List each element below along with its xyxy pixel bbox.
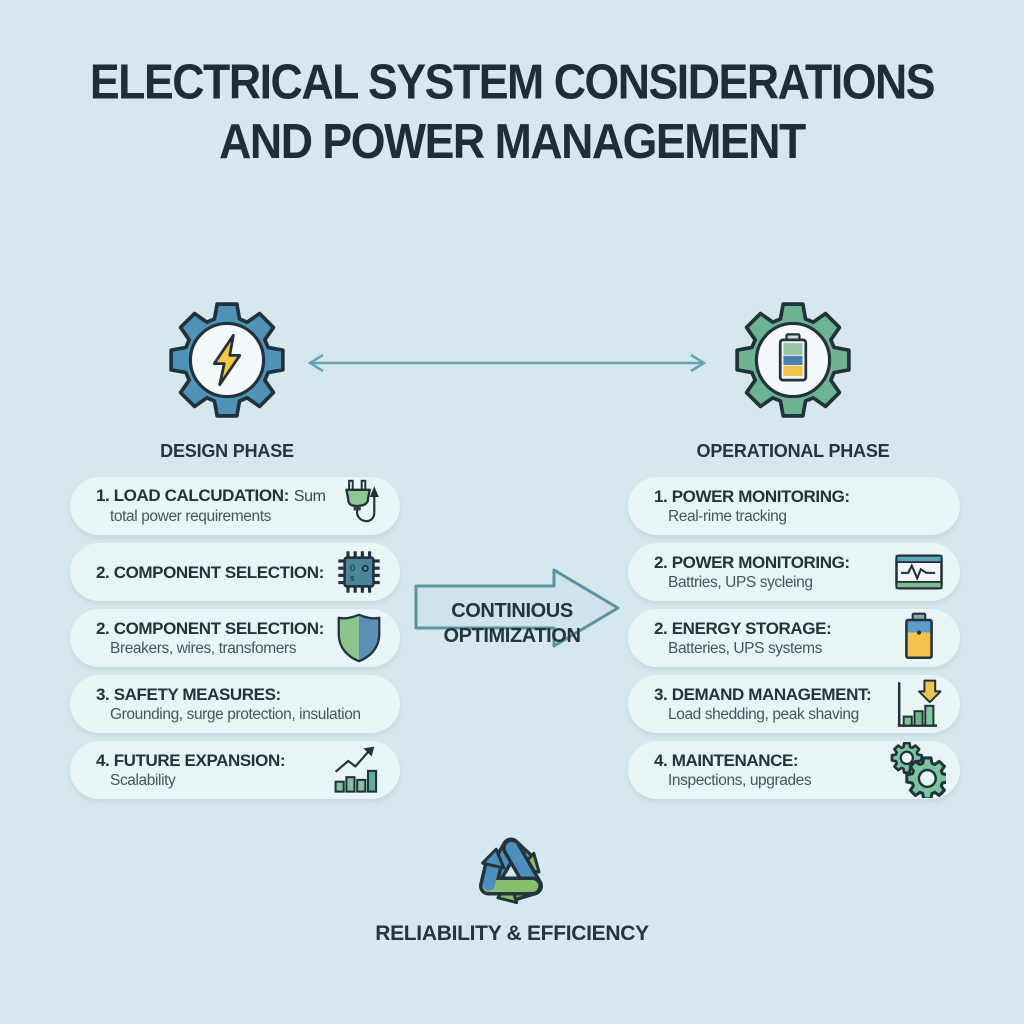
item-subtitle: Inspections, upgrades <box>668 771 812 789</box>
optimization-label-line1: CONTINIOUS <box>451 600 573 622</box>
arrowhead-left-icon <box>307 353 324 373</box>
item-heading: 2. ENERGY STORAGE: <box>654 618 832 638</box>
optimization-label-line2: OPTIMIZATION <box>443 625 581 647</box>
recycle-icon <box>478 837 544 905</box>
battery-icon <box>905 612 933 660</box>
phase-connector-arrow <box>307 353 707 373</box>
operational-item-energy-storage: 2. ENERGY STORAGE: Batteries, UPS system… <box>628 609 960 667</box>
item-heading: 3. SAFETY MEASURES: <box>96 684 281 704</box>
item-heading: 2. COMPONENT SELECTION: <box>96 618 324 638</box>
design-gear-icon <box>169 302 285 418</box>
design-item-future-expansion: 4. FUTURE EXPANSION: Scalability <box>70 741 400 799</box>
arrowhead-right-icon <box>690 353 707 373</box>
page-title-line1: ELECTRICAL SYSTEM CONSIDERATIONS <box>89 54 936 110</box>
item-subtitle: Battries, UPS sycleing <box>668 573 813 591</box>
item-subtitle: Real-rime tracking <box>668 507 787 525</box>
trend-arrow-icon <box>363 746 375 757</box>
item-heading-suffix: Sum <box>293 488 326 505</box>
page-title-line2: AND POWER MANAGEMENT <box>219 113 806 169</box>
operational-item-power-monitoring-1: 1. POWER MONITORING: Real-rime tracking <box>628 477 960 535</box>
svg-text:s: s <box>350 573 355 583</box>
growth-chart-icon <box>334 746 378 793</box>
lightning-bolt-icon <box>212 333 242 387</box>
design-item-component-selection-2: 2. COMPONENT SELECTION: Breakers, wires,… <box>70 609 400 667</box>
chip-icon: 0 s <box>338 551 380 593</box>
item-heading: 1. LOAD CALCUDATION: <box>96 486 289 505</box>
operational-phase-label: OPERATIONAL PHASE <box>696 441 890 461</box>
page-title: ELECTRICAL SYSTEM CONSIDERATIONS AND POW… <box>15 52 1008 171</box>
design-phase-label: DESIGN PHASE <box>160 441 294 461</box>
item-subtitle: Scalability <box>110 771 176 789</box>
item-heading: 4. FUTURE EXPANSION: <box>96 750 286 770</box>
operational-item-demand-management: 3. DEMAND MANAGEMENT: Load shedding, pea… <box>628 675 960 733</box>
item-subtitle: Grounding, surge protection, insulation <box>110 705 361 723</box>
optimization-arrow <box>414 568 620 648</box>
design-item-safety-measures: 3. SAFETY MEASURES: Grounding, surge pro… <box>70 675 400 733</box>
item-subtitle: total power requirements <box>110 508 271 525</box>
operational-item-maintenance: 4. MAINTENANCE: Inspections, upgrades <box>628 741 960 799</box>
item-subtitle: Batteries, UPS systems <box>668 639 822 657</box>
operational-gear-icon <box>735 302 851 418</box>
optimization-label: CONTINIOUS OPTIMIZATION <box>412 599 612 649</box>
item-subtitle: Breakers, wires, transfomers <box>110 639 297 657</box>
item-heading: 2. COMPONENT SELECTION: <box>96 562 324 582</box>
plug-icon <box>345 479 379 523</box>
battery-icon <box>778 333 808 382</box>
gears-icon <box>890 742 946 798</box>
up-arrow-icon <box>369 486 379 497</box>
item-subtitle: Load shedding, peak shaving <box>668 705 859 723</box>
item-heading: 1. POWER MONITORING: <box>654 486 850 506</box>
recycle-arm-left <box>478 847 542 896</box>
item-heading: 4. MAINTENANCE: <box>654 750 799 770</box>
design-item-load-calculation: 1. LOAD CALCUDATION:Sum total power requ… <box>70 477 400 535</box>
item-heading: 2. POWER MONITORING: <box>654 552 850 572</box>
down-arrow-icon <box>918 679 942 704</box>
design-item-component-selection-1: 2. COMPONENT SELECTION: 0 s <box>70 543 400 601</box>
item-heading: 3. DEMAND MANAGEMENT: <box>654 684 872 704</box>
waveform-monitor-icon <box>895 554 943 590</box>
bars-down-arrow-icon <box>897 679 942 727</box>
footer-label: RELIABILITY & EFFICIENCY <box>375 922 649 945</box>
shield-icon <box>337 613 381 663</box>
svg-text:0: 0 <box>350 563 355 573</box>
operational-item-power-monitoring-2: 2. POWER MONITORING: Battries, UPS sycle… <box>628 543 960 601</box>
